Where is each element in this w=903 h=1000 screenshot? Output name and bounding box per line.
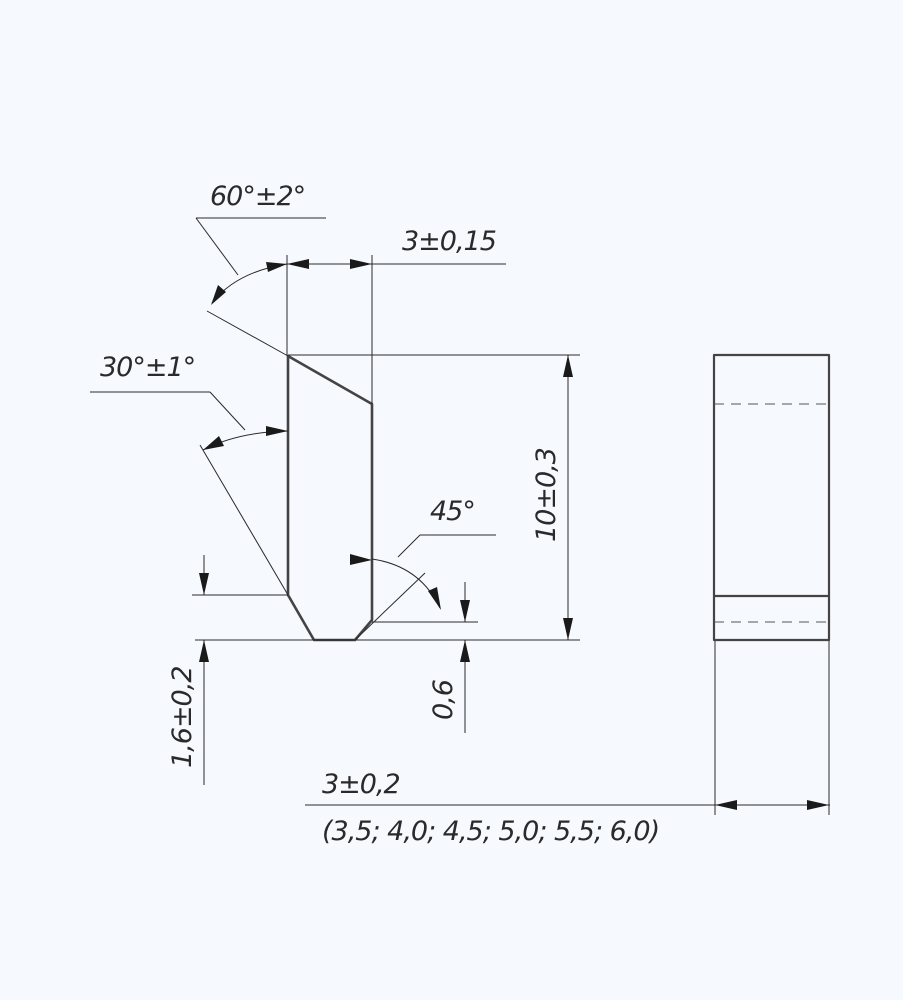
angle-top-label: 60°±2° bbox=[210, 181, 305, 212]
side-view bbox=[712, 353, 831, 642]
height-bottom-label: 1,6±0,2 bbox=[167, 666, 198, 768]
width-tip-label: 3±0,15 bbox=[402, 226, 496, 257]
height-total-label: 10±0,3 bbox=[531, 448, 562, 542]
width-side-label: 3±0,2 bbox=[322, 769, 400, 800]
angle-arcs bbox=[202, 263, 441, 609]
chamfer-label: 0,6 bbox=[428, 680, 459, 720]
dimension-lines bbox=[203, 263, 830, 815]
angle-side-label: 30°±1° bbox=[100, 352, 195, 383]
angle-bevel-label: 45° bbox=[430, 496, 475, 527]
width-options-label: (3,5; 4,0; 4,5; 5,0; 5,5; 6,0) bbox=[322, 816, 659, 847]
arrowheads bbox=[199, 259, 829, 810]
extension-lines bbox=[90, 217, 580, 641]
front-view-outline bbox=[286, 354, 374, 642]
